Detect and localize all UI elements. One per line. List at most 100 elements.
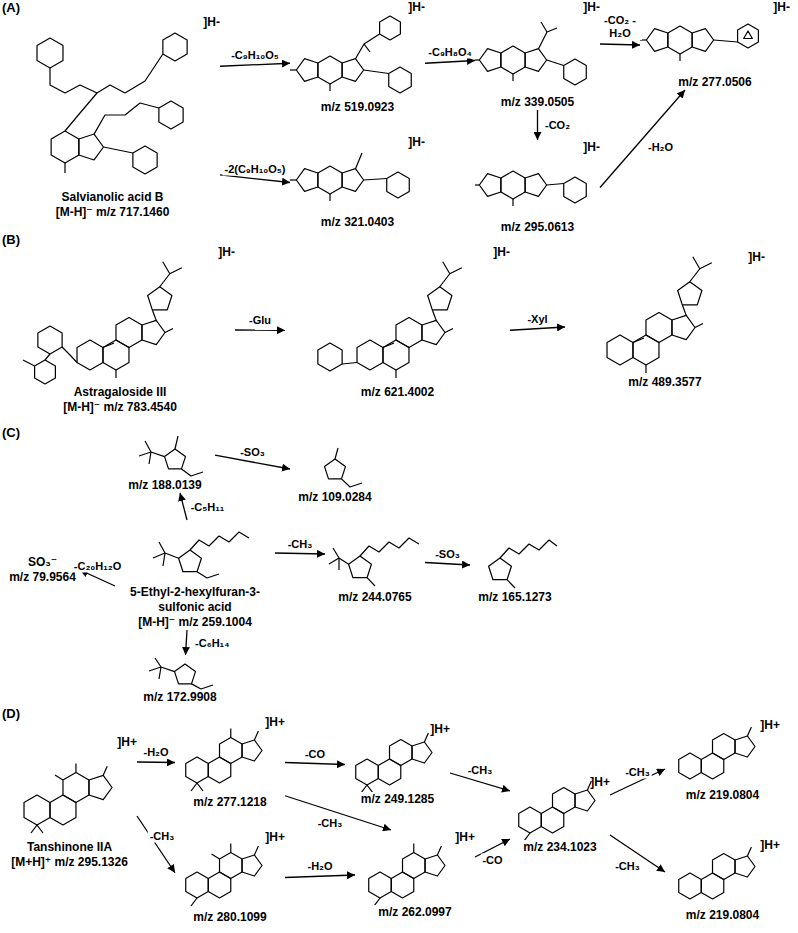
mz-label: m/z 244.0765 (325, 590, 425, 605)
charge-label: ]H+ (430, 722, 450, 736)
mz-label: m/z 234.1023 (510, 840, 610, 855)
bond-line (369, 872, 392, 898)
bond-line (383, 340, 409, 370)
fragmentation-arrow (285, 763, 345, 765)
structure-sketch (640, 0, 790, 75)
bond-line (333, 548, 339, 558)
bond-line (422, 320, 445, 344)
neutral-loss-label: -CO₂ -H₂O (598, 14, 642, 40)
compound-name: Tanshinone IIA (2, 840, 137, 855)
compound-node: ]H-m/z 295.0613 (475, 140, 600, 235)
bond-line (37, 38, 63, 68)
charge-label: ]H- (493, 245, 510, 259)
bond-line (607, 335, 633, 365)
charge-label: ]H+ (760, 718, 780, 732)
bond-line (500, 540, 557, 558)
bond-line (160, 274, 170, 287)
bond-line (690, 269, 700, 282)
fragmentation-arrow (425, 61, 475, 64)
compound-node: ]H+m/z 277.1218 (175, 715, 285, 810)
bond-line (645, 365, 646, 373)
bond-line (525, 174, 547, 197)
bond-line (212, 854, 220, 859)
bond-line (38, 326, 62, 354)
fragmentation-arrow (275, 553, 325, 554)
structure-sketch (290, 0, 425, 100)
structure-sketch (125, 655, 235, 690)
bond-line (115, 370, 116, 378)
bond-line (230, 844, 231, 853)
bond-line (163, 553, 165, 566)
structure-sketch (5, 15, 220, 190)
mz-label: m/z 295.0613 (475, 220, 600, 235)
bond-line (175, 436, 178, 449)
bond-line (744, 31, 753, 39)
mz-label: m/z 262.0997 (355, 905, 475, 920)
bond-line (155, 658, 161, 667)
mz-label: m/z 339.0505 (475, 95, 600, 110)
bond-line (64, 163, 65, 173)
bond-line (735, 856, 755, 877)
bond-line (367, 785, 373, 792)
compound-node: m/z 172.9908 (125, 655, 235, 705)
bond-line (190, 532, 249, 550)
bond-line (553, 788, 576, 814)
bond-line (148, 287, 172, 310)
mz-label: [M-H]⁻ m/z 783.4540 (5, 400, 235, 415)
bond-line (364, 70, 389, 74)
fragmentation-arrow (600, 44, 640, 45)
neutral-loss-label: -CO (480, 854, 504, 867)
bond-line (432, 310, 436, 321)
bond-line (475, 184, 479, 185)
bond-line (519, 807, 542, 833)
bond-line (165, 553, 179, 558)
bond-line (153, 553, 165, 558)
charge-label: ]H+ (265, 830, 285, 844)
bond-line (63, 773, 89, 803)
bond-line (672, 315, 695, 339)
bond-line (396, 318, 422, 348)
bond-line (197, 783, 203, 791)
bond-line (296, 59, 318, 82)
panel-label: (B) (2, 232, 20, 247)
bond-line (220, 738, 243, 764)
neutral-loss-label: -H₂O (305, 860, 334, 873)
bond-line (356, 759, 379, 785)
bond-line (646, 29, 668, 52)
structure-sketch (115, 520, 275, 585)
bond-line (163, 33, 187, 61)
charge-label: ]H+ (590, 775, 610, 789)
neutral-loss-label: -H₂O (646, 140, 675, 153)
bond-line (296, 169, 318, 192)
compound-node: ]H+m/z 280.1099 (175, 830, 285, 925)
bond-line (512, 199, 513, 206)
compound-node: ]H+ m/z 234.1023 (510, 775, 610, 855)
neutral-loss-label: -SO₃ (433, 547, 462, 560)
bond-line (501, 171, 525, 199)
compound-node: m/z 165.1273 (470, 525, 560, 605)
neutral-loss-label: -H₂O (141, 746, 170, 759)
bond-line (367, 578, 375, 586)
neutral-loss-label: -CH₃ (316, 816, 345, 829)
mz-label: m/z 321.0403 (290, 215, 425, 230)
bond-line (640, 39, 646, 40)
bond-line (692, 29, 714, 52)
charge-label: ]H- (748, 250, 765, 264)
bond-line (475, 59, 479, 60)
compound-node: 5-Ethyl-2-hexylfuran-3-sulfonic acid[M-H… (115, 520, 275, 630)
bond-line (437, 846, 441, 855)
bond-line (361, 785, 367, 792)
panel-label: (D) (2, 706, 20, 721)
bond-line (230, 729, 231, 738)
charge-label: ]H+ (117, 735, 137, 749)
bond-line (735, 736, 755, 757)
bond-line (329, 194, 330, 201)
neutral-loss-label: -CH₃ (286, 537, 315, 550)
bond-line (387, 172, 410, 198)
bond-line (682, 305, 686, 316)
structure-sketch (475, 0, 600, 95)
bond-line (182, 469, 204, 476)
bond-line (356, 34, 380, 59)
bond-line (695, 324, 703, 328)
bond-line (318, 166, 342, 194)
